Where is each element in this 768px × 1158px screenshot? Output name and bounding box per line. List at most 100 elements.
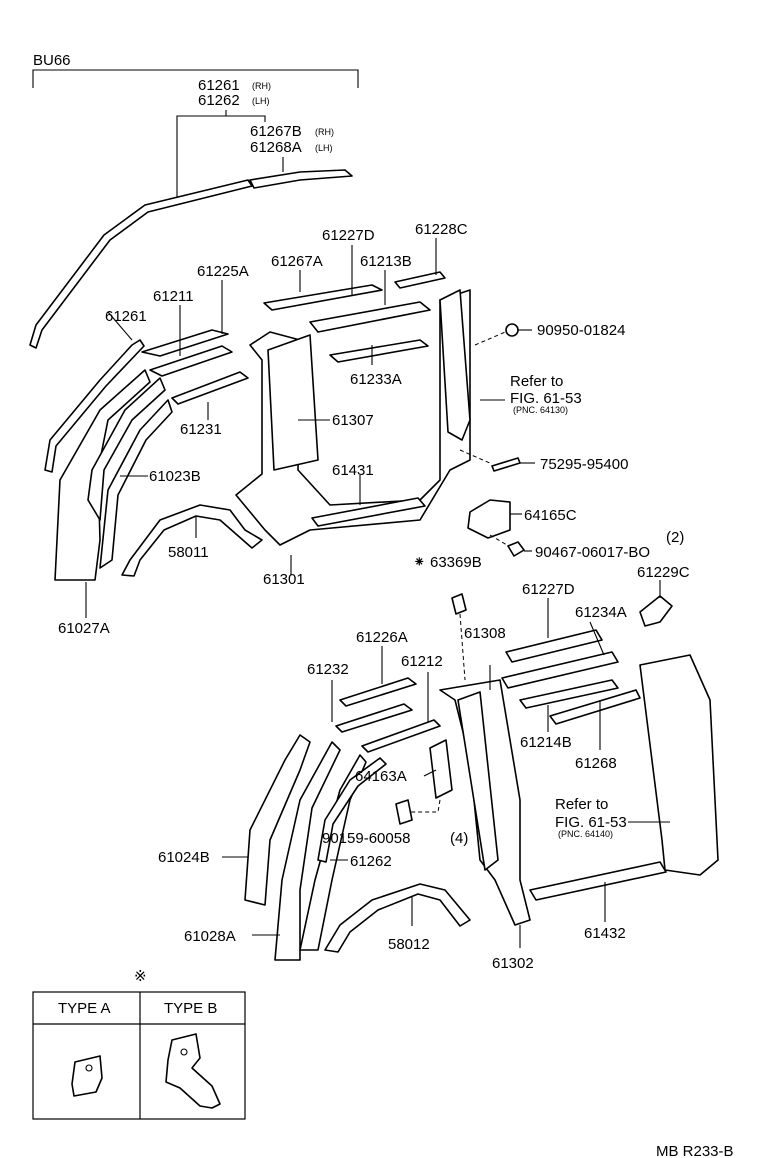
rail-61227d-lower[interactable] xyxy=(505,629,603,663)
rail-61226a[interactable] xyxy=(339,677,417,707)
label-61432[interactable]: 61432 xyxy=(584,925,626,942)
rail-61231[interactable] xyxy=(171,371,249,405)
label-61226a[interactable]: 61226A xyxy=(356,629,408,646)
glass-frame-upper[interactable] xyxy=(439,289,471,441)
type-a-hole xyxy=(85,1064,93,1072)
sill-61431[interactable] xyxy=(311,497,426,527)
label-61213b[interactable]: 61213B xyxy=(360,253,412,270)
label-61261[interactable]: 61261 xyxy=(105,308,147,325)
qty-90467: (2) xyxy=(666,529,684,546)
label-61267a[interactable]: 61267A xyxy=(271,253,323,270)
label-90950-01824[interactable]: 90950-01824 xyxy=(537,322,625,339)
label-58011[interactable]: 58011 xyxy=(168,544,209,561)
dash-90950 xyxy=(474,329,511,346)
label-61227d-top[interactable]: 61227D xyxy=(322,227,375,244)
label-61302[interactable]: 61302 xyxy=(492,955,534,972)
label-61431[interactable]: 61431 xyxy=(332,462,374,479)
label-61267b[interactable]: 61267B xyxy=(250,123,302,140)
roof-rail-61261[interactable] xyxy=(29,179,253,349)
leader-64163a xyxy=(423,769,437,777)
rail-61214b[interactable] xyxy=(519,679,619,709)
panel-61307[interactable] xyxy=(267,334,319,471)
latch-64165c[interactable] xyxy=(467,499,511,539)
refer-upper-line2[interactable]: FIG. 61-53 xyxy=(510,390,582,407)
label-61233a[interactable]: 61233A xyxy=(350,371,402,388)
refer-lower-line3: (PNC. 64140) xyxy=(558,829,613,839)
rail-61225a[interactable] xyxy=(141,329,229,357)
pillar-61028a[interactable] xyxy=(274,741,341,961)
roof-rail-61267b[interactable] xyxy=(249,169,353,189)
label-61268a[interactable]: 61268A xyxy=(250,139,302,156)
label-61232[interactable]: 61232 xyxy=(307,661,349,678)
wheel-arch-58012[interactable] xyxy=(324,883,471,953)
type-a-header: TYPE A xyxy=(58,1000,111,1017)
rail-61234a[interactable] xyxy=(501,651,619,689)
refer-upper-line3: (PNC. 64130) xyxy=(513,405,568,415)
label-61301[interactable]: 61301 xyxy=(263,571,305,588)
leader-61234a xyxy=(589,621,605,656)
label-61268[interactable]: 61268 xyxy=(575,755,617,772)
label-90159-60058[interactable]: 90159-60058 xyxy=(322,830,410,847)
dash-75295 xyxy=(459,449,493,465)
quarter-panel-lower[interactable] xyxy=(639,654,719,876)
label-64163a[interactable]: 64163A xyxy=(355,768,407,785)
qty-90159: (4) xyxy=(450,830,468,847)
label-61228c[interactable]: 61228C xyxy=(415,221,468,238)
label-61308[interactable]: 61308 xyxy=(464,625,506,642)
asterisk-63369b: ⁕ xyxy=(413,554,426,571)
bolt-90159[interactable] xyxy=(395,799,413,825)
type-a-clip xyxy=(71,1055,103,1097)
cap-61228c[interactable] xyxy=(394,271,446,289)
pillar-61023b[interactable] xyxy=(87,377,166,521)
label-61211[interactable]: 61211 xyxy=(153,288,194,305)
label-61261-rh[interactable]: 61261 xyxy=(198,77,240,94)
label-58012[interactable]: 58012 xyxy=(388,936,430,953)
label-90467-06017-bo[interactable]: 90467-06017-BO xyxy=(535,544,650,561)
wheel-arch-58011[interactable] xyxy=(121,504,263,577)
refer-lower-line2[interactable]: FIG. 61-53 xyxy=(555,814,627,831)
emblem-75295[interactable] xyxy=(491,457,521,472)
suffix-lh: (LH) xyxy=(252,96,270,106)
sill-61432[interactable] xyxy=(529,861,667,901)
label-61212[interactable]: 61212 xyxy=(401,653,443,670)
cap-61229c[interactable] xyxy=(639,595,673,627)
label-61307[interactable]: 61307 xyxy=(332,412,374,429)
label-61027a[interactable]: 61027A xyxy=(58,620,110,637)
refer-lower-line1: Refer to xyxy=(555,796,608,813)
rail-61213b[interactable] xyxy=(309,301,431,333)
rail-61232[interactable] xyxy=(335,703,413,733)
label-61024b[interactable]: 61024B xyxy=(158,849,210,866)
label-61214b[interactable]: 61214B xyxy=(520,734,572,751)
rail-61212[interactable] xyxy=(361,719,441,753)
label-61262-lh[interactable]: 61262 xyxy=(198,92,240,109)
label-63369b[interactable]: 63369B xyxy=(430,554,482,571)
rail-61233a[interactable] xyxy=(329,339,429,363)
label-64165c[interactable]: 64165C xyxy=(524,507,577,524)
label-61234a[interactable]: 61234A xyxy=(575,604,627,621)
label-61227d-lower[interactable]: 61227D xyxy=(522,581,575,598)
clip-63369b[interactable] xyxy=(451,593,467,615)
bolt-90467[interactable] xyxy=(507,541,525,557)
label-61023b[interactable]: 61023B xyxy=(149,468,201,485)
label-61225a[interactable]: 61225A xyxy=(197,263,249,280)
rail-61211[interactable] xyxy=(149,345,233,377)
clip-90950[interactable] xyxy=(505,323,519,337)
rail-61268[interactable] xyxy=(549,689,641,725)
panel-61308[interactable] xyxy=(457,691,499,871)
label-61231[interactable]: 61231 xyxy=(180,421,222,438)
label-61028a[interactable]: 61028A xyxy=(184,928,236,945)
bracket-64163a[interactable] xyxy=(429,739,453,799)
suffix-lh-sub: (LH) xyxy=(315,143,333,153)
pillar-inner-61023b[interactable] xyxy=(99,399,173,569)
label-61229c[interactable]: 61229C xyxy=(637,564,690,581)
label-75295-95400[interactable]: 75295-95400 xyxy=(540,456,628,473)
pillar-61024b[interactable] xyxy=(244,734,311,906)
rail-61267a[interactable] xyxy=(263,284,383,311)
strip-61262[interactable] xyxy=(317,757,387,863)
label-61262[interactable]: 61262 xyxy=(350,853,392,870)
leader-61261-side xyxy=(107,311,133,341)
leader-61261-sub xyxy=(226,115,266,122)
side-rail-61261[interactable] xyxy=(44,339,145,473)
pillar-61027a[interactable] xyxy=(54,369,151,581)
